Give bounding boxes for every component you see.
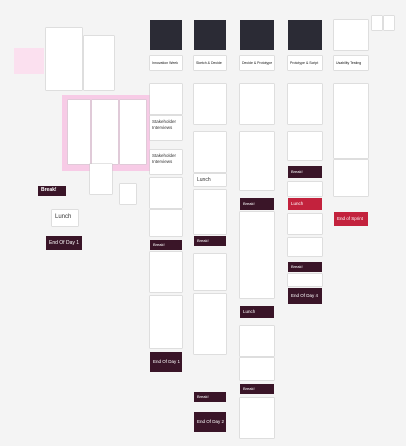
day5-side-1[interactable] bbox=[372, 16, 382, 30]
notes-board-2[interactable] bbox=[120, 184, 136, 204]
exercise-board-c[interactable] bbox=[120, 100, 146, 164]
end-day-4: End Of Day 4 bbox=[291, 293, 319, 298]
break-card-left[interactable]: Break! bbox=[38, 186, 66, 196]
end-day-2: End Of Day 2 bbox=[197, 419, 225, 424]
day3-board-1[interactable] bbox=[240, 84, 274, 124]
day2-title-card[interactable]: Sketch & Decide bbox=[194, 56, 226, 70]
break-label: Break! bbox=[243, 386, 255, 391]
day4-lunch[interactable]: Lunch bbox=[288, 198, 322, 210]
day4-board-2[interactable] bbox=[288, 132, 322, 160]
day1-title: Innovation Week bbox=[152, 61, 179, 65]
day1-board-4[interactable] bbox=[150, 252, 182, 292]
day3-title-card[interactable]: Decide & Prototype bbox=[240, 56, 274, 70]
end-sprint-card[interactable]: End of Sprint bbox=[334, 212, 368, 226]
day2-header[interactable] bbox=[194, 20, 226, 50]
break-label: Break! bbox=[197, 394, 209, 399]
day2-board-3[interactable] bbox=[194, 190, 226, 234]
day5-title: Usability Testing bbox=[336, 61, 362, 65]
lunch-card-left[interactable]: Lunch bbox=[52, 210, 78, 226]
day1-board-2[interactable] bbox=[150, 178, 182, 208]
day4-title-card[interactable]: Prototype & Script bbox=[288, 56, 322, 70]
end-day-1: End Of Day 1 bbox=[153, 359, 181, 364]
break-label: Break! bbox=[41, 187, 57, 193]
day2-title: Sketch & Decide bbox=[196, 61, 222, 65]
end-sprint: End of Sprint bbox=[337, 216, 364, 221]
lunch-label: Lunch bbox=[197, 177, 211, 183]
day1-break[interactable]: Break! bbox=[150, 240, 182, 250]
break-label: Break! bbox=[153, 242, 165, 247]
day1-board-1[interactable] bbox=[150, 84, 182, 114]
day4-board-5[interactable] bbox=[288, 238, 322, 256]
day3-board-3[interactable] bbox=[240, 212, 274, 298]
end-day-2-card[interactable]: End Of Day 2 bbox=[194, 412, 226, 432]
lunch-label: Lunch bbox=[55, 214, 72, 220]
day5-header[interactable] bbox=[334, 20, 368, 50]
stakeholder-label-2: Stakeholder Interviews bbox=[152, 153, 177, 164]
day3-board-4[interactable] bbox=[240, 326, 274, 356]
day2-break[interactable]: Break! bbox=[194, 236, 226, 246]
day3-break-2[interactable]: Break! bbox=[240, 384, 274, 394]
day4-board-3[interactable] bbox=[288, 182, 322, 196]
day2-board-4[interactable] bbox=[194, 254, 226, 290]
sticky-board[interactable] bbox=[84, 36, 114, 90]
day2-lunch[interactable]: Lunch bbox=[194, 174, 226, 186]
break-label: Break! bbox=[291, 264, 303, 269]
day1-board-3[interactable] bbox=[150, 210, 182, 236]
day4-break[interactable]: Break! bbox=[288, 166, 322, 178]
day3-title: Decide & Prototype bbox=[242, 61, 273, 65]
end-day-4-card[interactable]: End Of Day 4 bbox=[288, 288, 322, 304]
day2-board-1[interactable] bbox=[194, 84, 226, 124]
day3-lunch[interactable]: Lunch bbox=[240, 306, 274, 318]
stakeholder-card-1[interactable]: Stakeholder Interviews bbox=[150, 116, 182, 140]
lunch-label: Lunch bbox=[291, 201, 304, 206]
day2-board-2[interactable] bbox=[194, 132, 226, 172]
day4-board-1[interactable] bbox=[288, 84, 322, 124]
day4-board-6[interactable] bbox=[288, 274, 322, 286]
day3-header[interactable] bbox=[240, 20, 274, 50]
day3-board-2[interactable] bbox=[240, 132, 274, 190]
break-label: Break! bbox=[197, 238, 209, 243]
day3-break[interactable]: Break! bbox=[240, 198, 274, 210]
day1-header[interactable] bbox=[150, 20, 182, 50]
break-label: Break! bbox=[243, 201, 255, 206]
end-day-1-left[interactable]: End Of Day 1 bbox=[46, 236, 82, 250]
planning-board[interactable] bbox=[46, 28, 82, 90]
day4-title: Prototype & Script bbox=[290, 61, 319, 65]
lunch-label: Lunch bbox=[243, 309, 256, 314]
day1-title-card[interactable]: Innovation Week bbox=[150, 56, 182, 70]
notes-board[interactable] bbox=[90, 164, 112, 194]
break-label: Break! bbox=[291, 169, 303, 174]
day1-board-5[interactable] bbox=[150, 296, 182, 348]
day3-board-6[interactable] bbox=[240, 398, 274, 438]
day5-board-2[interactable] bbox=[334, 160, 368, 196]
stakeholder-label-1: Stakeholder Interviews bbox=[152, 119, 177, 130]
day3-board-5[interactable] bbox=[240, 358, 274, 380]
day5-title-card[interactable]: Usability Testing bbox=[334, 56, 368, 70]
exercise-board-b[interactable] bbox=[92, 100, 118, 164]
stakeholder-card-2[interactable]: Stakeholder Interviews bbox=[150, 150, 182, 174]
day2-board-5[interactable] bbox=[194, 294, 226, 354]
day2-break-2[interactable]: Break! bbox=[194, 392, 226, 402]
end-day-1-label: End Of Day 1 bbox=[49, 240, 80, 246]
day4-break-2[interactable]: Break! bbox=[288, 262, 322, 272]
day5-side-2[interactable] bbox=[384, 16, 394, 30]
planning-area bbox=[14, 48, 44, 74]
usability-grid[interactable] bbox=[334, 84, 368, 158]
day4-header[interactable] bbox=[288, 20, 322, 50]
end-day-1-card[interactable]: End Of Day 1 bbox=[150, 352, 182, 372]
day4-board-4[interactable] bbox=[288, 214, 322, 234]
exercise-board-a[interactable] bbox=[68, 100, 90, 164]
